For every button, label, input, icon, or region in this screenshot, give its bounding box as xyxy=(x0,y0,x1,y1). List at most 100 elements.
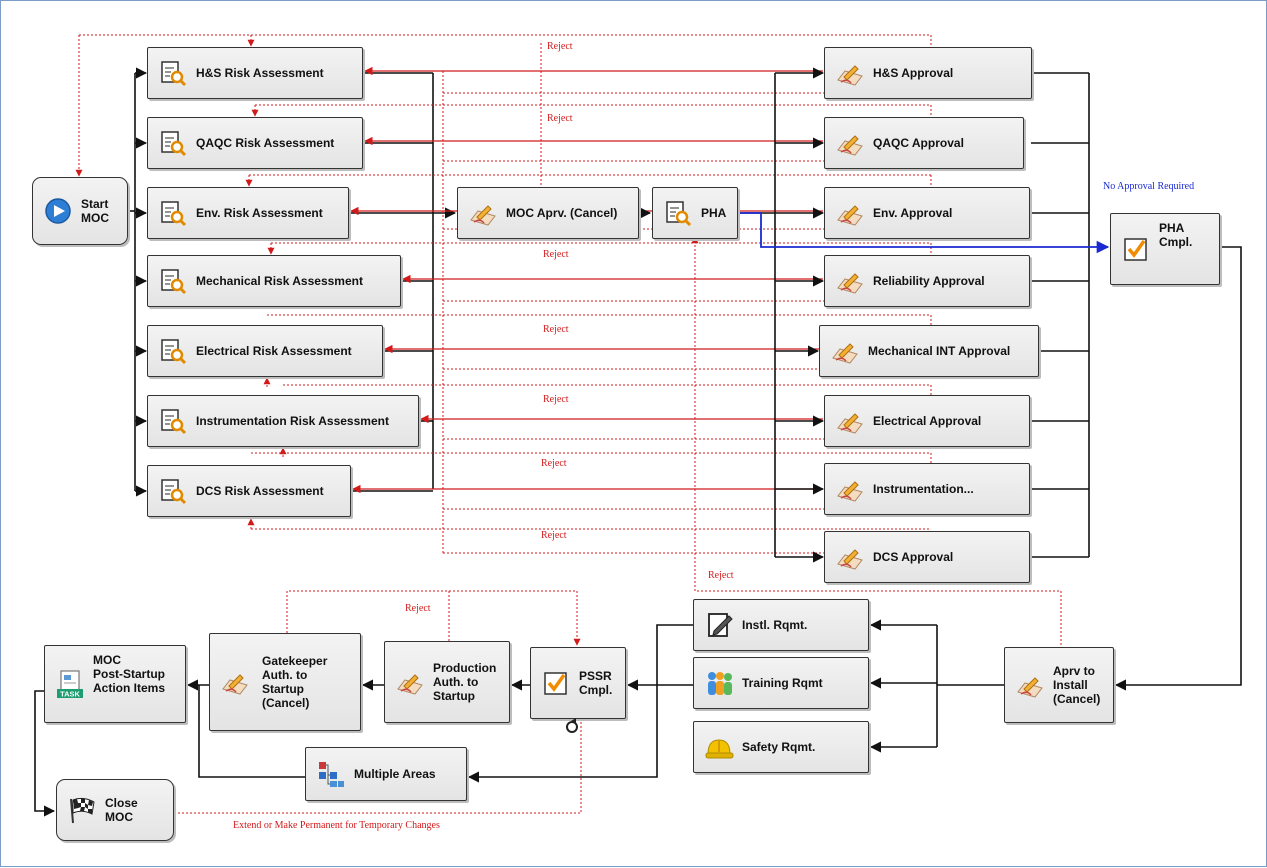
pssr-complete-node[interactable]: PSSR Cmpl. xyxy=(530,647,626,719)
moc-approval-cancel-node[interactable]: MOC Aprv. (Cancel) xyxy=(457,187,639,239)
approval-pen-icon xyxy=(835,198,865,228)
approve-to-install-node[interactable]: Aprv to Install (Cancel) xyxy=(1004,647,1114,723)
production-auth-startup-node[interactable]: Production Auth. to Startup xyxy=(384,641,510,723)
close-moc-label: Close MOC xyxy=(105,796,138,824)
instrumentation-risk-assessment-label: Instrumentation Risk Assessment xyxy=(196,414,389,428)
env-risk-assessment-node[interactable]: Env. Risk Assessment xyxy=(147,187,349,239)
approval-pen-icon xyxy=(835,406,865,436)
mechanical-int-approval-label: Mechanical INT Approval xyxy=(868,344,1011,358)
connector xyxy=(198,685,305,778)
installation-requirement-node[interactable]: Instl. Rqmt. xyxy=(693,599,869,651)
approve-to-install-label: Aprv to Install (Cancel) xyxy=(1053,664,1101,706)
reject-label: Reject xyxy=(405,603,431,614)
instrumentation-risk-assessment-node[interactable]: Instrumentation Risk Assessment xyxy=(147,395,419,447)
reliability-approval-node[interactable]: Reliability Approval xyxy=(824,255,1030,307)
production-auth-startup-label: Production Auth. to Startup xyxy=(433,661,497,703)
reject-connector xyxy=(694,241,1062,647)
document-search-icon xyxy=(158,58,188,88)
reject-connector xyxy=(286,590,577,633)
pha-label: PHA xyxy=(701,206,727,220)
pha-node[interactable]: PHA xyxy=(652,187,738,239)
svg-text:TASK: TASK xyxy=(60,690,80,699)
task-icon: TASK xyxy=(55,669,85,699)
env-approval-node[interactable]: Env. Approval xyxy=(824,187,1030,239)
approval-pen-icon xyxy=(835,474,865,504)
reject-label: Reject xyxy=(547,113,573,124)
qaqc-approval-label: QAQC Approval xyxy=(873,136,964,150)
connector xyxy=(1114,246,1242,691)
env-approval-label: Env. Approval xyxy=(873,206,953,220)
multiple-areas-label: Multiple Areas xyxy=(354,767,436,781)
pssr-loop-icon xyxy=(566,718,578,733)
mechanical-risk-assessment-label: Mechanical Risk Assessment xyxy=(196,274,363,288)
dcs-risk-assessment-node[interactable]: DCS Risk Assessment xyxy=(147,465,351,517)
hs-risk-assessment-node[interactable]: H&S Risk Assessment xyxy=(147,47,363,99)
connector xyxy=(34,690,56,817)
mechanical-int-approval-node[interactable]: Mechanical INT Approval xyxy=(819,325,1039,377)
gatekeeper-auth-startup-node[interactable]: Gatekeeper Auth. to Startup (Cancel) xyxy=(209,633,361,731)
reject-label: Reject xyxy=(543,249,569,260)
checkered-flag-icon xyxy=(67,795,97,825)
hs-approval-label: H&S Approval xyxy=(873,66,954,80)
document-search-icon xyxy=(158,266,188,296)
qaqc-approval-node[interactable]: QAQC Approval xyxy=(824,117,1024,169)
moc-approval-cancel-label: MOC Aprv. (Cancel) xyxy=(506,206,618,220)
pha-complete-label: PHA Cmpl. xyxy=(1159,221,1193,249)
approval-pen-icon xyxy=(835,266,865,296)
training-requirement-label: Training Rqmt xyxy=(742,676,823,690)
hs-risk-assessment-label: H&S Risk Assessment xyxy=(196,66,324,80)
qaqc-risk-assessment-node[interactable]: QAQC Risk Assessment xyxy=(147,117,363,169)
reject-label: Reject xyxy=(708,570,734,581)
start-moc-node[interactable]: Start MOC xyxy=(32,177,128,245)
checkmark-icon xyxy=(541,668,571,698)
electrical-risk-assessment-node[interactable]: Electrical Risk Assessment xyxy=(147,325,383,377)
reject-connector xyxy=(79,34,251,176)
no-approval-required-label: No Approval Required xyxy=(1103,181,1195,192)
training-requirement-node[interactable]: Training Rqmt xyxy=(693,657,869,709)
connector xyxy=(467,624,693,783)
checkmark-icon xyxy=(1121,234,1151,264)
electrical-approval-node[interactable]: Electrical Approval xyxy=(824,395,1030,447)
electrical-approval-label: Electrical Approval xyxy=(873,414,982,428)
pssr-complete-label: PSSR Cmpl. xyxy=(579,669,613,697)
qaqc-risk-assessment-label: QAQC Risk Assessment xyxy=(196,136,335,150)
play-icon xyxy=(43,196,73,226)
hs-approval-node[interactable]: H&S Approval xyxy=(824,47,1032,99)
document-search-icon xyxy=(158,476,188,506)
approval-pen-icon xyxy=(830,336,860,366)
reject-label: Reject xyxy=(541,530,567,541)
approval-pen-icon xyxy=(220,667,250,697)
instrumentation-approval-node[interactable]: Instrumentation... xyxy=(824,463,1030,515)
installation-requirement-label: Instl. Rqmt. xyxy=(742,618,808,632)
dcs-approval-node[interactable]: DCS Approval xyxy=(824,531,1030,583)
document-search-icon xyxy=(158,406,188,436)
safety-requirement-label: Safety Rqmt. xyxy=(742,740,816,754)
reject-connector xyxy=(174,721,582,814)
safety-requirement-node[interactable]: Safety Rqmt. xyxy=(693,721,869,773)
mechanical-risk-assessment-node[interactable]: Mechanical Risk Assessment xyxy=(147,255,401,307)
dcs-approval-label: DCS Approval xyxy=(873,550,954,564)
gatekeeper-auth-startup-label: Gatekeeper Auth. to Startup (Cancel) xyxy=(262,654,328,710)
reject-label: Reject xyxy=(543,324,569,335)
document-search-icon xyxy=(158,198,188,228)
multiple-areas-node[interactable]: Multiple Areas xyxy=(305,747,467,801)
hard-hat-icon xyxy=(704,732,734,762)
document-search-icon xyxy=(663,198,693,228)
document-search-icon xyxy=(158,128,188,158)
reject-label: Reject xyxy=(541,458,567,469)
close-moc-node[interactable]: Close MOC xyxy=(56,779,174,841)
electrical-risk-assessment-label: Electrical Risk Assessment xyxy=(196,344,352,358)
reliability-approval-label: Reliability Approval xyxy=(873,274,985,288)
approval-pen-icon xyxy=(835,128,865,158)
approval-pen-icon xyxy=(835,542,865,572)
approval-pen-icon xyxy=(468,198,498,228)
approval-pen-icon xyxy=(1015,670,1045,700)
env-risk-assessment-label: Env. Risk Assessment xyxy=(196,206,323,220)
pha-complete-node[interactable]: PHA Cmpl. xyxy=(1110,213,1220,285)
approval-pen-icon xyxy=(835,58,865,88)
approval-pen-icon xyxy=(395,667,425,697)
edit-form-icon xyxy=(704,610,734,640)
